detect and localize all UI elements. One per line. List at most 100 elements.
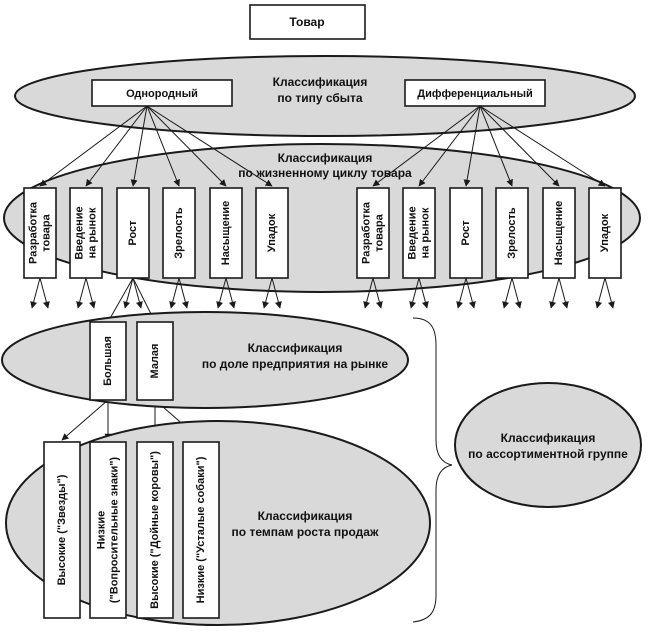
- left-stage-1-out-a: [30, 277, 41, 309]
- assortment-ellipse: [454, 382, 642, 508]
- life-cycle-title-2: по жизненному циклу товара: [238, 166, 412, 180]
- right-stage-5-label-line1: Насыщение: [553, 201, 565, 266]
- root-box: [249, 4, 366, 40]
- left-stage-2-box: [69, 187, 103, 279]
- right-stage-5-box: [542, 187, 576, 279]
- differential-label: Дифференциальный: [417, 88, 533, 100]
- right-stage-1-out-b: [372, 277, 383, 309]
- right-stage-6-link: [479, 105, 606, 187]
- growth-title-1: Классификация: [258, 509, 353, 523]
- right-stage-1-label-line1: Разработка: [360, 201, 372, 264]
- sales-type-title-1: Классификация: [273, 75, 368, 89]
- sales-type-title-2: по типу сбыта: [277, 91, 362, 105]
- growth-item-4-box: [182, 441, 220, 619]
- left-stage-3-label-line1: Рост: [127, 220, 139, 246]
- right-stage-3-box: [449, 187, 483, 279]
- sales-type-ellipse: [14, 55, 636, 137]
- left-stage-1-label-line1: Разработка: [27, 201, 39, 264]
- homogeneous-label: Однородный: [126, 88, 198, 100]
- big-to-stars-link: [61, 399, 109, 441]
- life-cycle-title-1: Классификация: [278, 151, 373, 165]
- market-share-title-1: Классификация: [248, 341, 343, 355]
- left-stage-4-link: [146, 105, 180, 187]
- right-stage-4-link: [479, 105, 513, 187]
- left-stage-1-out-b: [39, 277, 50, 309]
- right-stage-1-label-line2: товара: [373, 213, 385, 251]
- right-stage-3-out-a: [456, 277, 467, 309]
- left-stage-3-out-a: [123, 277, 134, 309]
- assortment-title-1: Классификация: [501, 431, 596, 445]
- right-stage-1-out-a: [363, 277, 374, 309]
- left-stage-6-out-a: [262, 277, 273, 309]
- left-stage-4-box: [162, 187, 196, 279]
- homogeneous-box: [91, 79, 233, 107]
- growth-item-2-box: [89, 441, 127, 619]
- left-stage-3-box: [116, 187, 150, 279]
- right-stage-6-label-line1: Упадок: [599, 213, 611, 252]
- left-stage-3-out-b: [132, 277, 143, 309]
- growth-item-2-label-line2: ("Вопросительные знаки"): [108, 457, 120, 604]
- left-stage-1-label-line2: товара: [40, 213, 52, 251]
- growth-item-1-box: [43, 441, 81, 619]
- left-stage-4-out-a: [169, 277, 180, 309]
- big-share-label: Большая: [102, 336, 114, 386]
- right-stage-2-out-b: [418, 277, 429, 309]
- right-stage-2-box: [402, 187, 436, 279]
- left-stage-6-box: [255, 187, 289, 279]
- growth-items: Высокие ("Звезды") Низкие("Вопросительные…: [43, 441, 220, 619]
- big-share-box: [89, 321, 127, 401]
- right-stage-3-link: [463, 105, 481, 187]
- right-stage-4-out-a: [502, 277, 513, 309]
- right-stage-3-label-line1: Рост: [460, 220, 472, 246]
- market-share-title-2: по доле предприятия на рынке: [202, 357, 389, 371]
- right-stage-4-out-b: [511, 277, 522, 309]
- differential-box: [404, 79, 546, 107]
- left-stage-2-label-line1: Введение: [73, 206, 85, 259]
- right-stage-6-box: [588, 187, 622, 279]
- right-stage-1-box: [356, 187, 390, 279]
- growth-title-2: по темпам роста продаж: [232, 525, 379, 539]
- growth-to-big-link: [107, 277, 134, 323]
- left-stage-5-link: [146, 105, 227, 187]
- right-stage-5-out-b: [558, 277, 569, 309]
- right-stage-6-out-b: [604, 277, 615, 309]
- growth-item-3-label-line1: Высокие ("Дойные коровы"): [149, 451, 161, 609]
- growth-item-4-label-line1: Низкие ("Усталые собаки"): [195, 456, 207, 603]
- brace: [412, 317, 453, 623]
- right-stage-2-out-a: [409, 277, 420, 309]
- small-share-box: [136, 321, 174, 401]
- left-stage-2-out-a: [76, 277, 87, 309]
- right-stage-4-box: [495, 187, 529, 279]
- right-stage-2-link: [418, 105, 481, 187]
- left-stage-5-box: [209, 187, 243, 279]
- left-stage-2-label-line2: на рынок: [86, 207, 98, 258]
- left-stage-6-link: [146, 105, 273, 187]
- right-stage-3-out-b: [465, 277, 476, 309]
- left-stage-5-label-line1: Насыщение: [220, 201, 232, 266]
- right-stage-5-out-a: [549, 277, 560, 309]
- left-stage-4-label-line1: Зрелость: [173, 207, 185, 259]
- left-stage-4-out-b: [178, 277, 189, 309]
- assortment-title-2: по ассортиментной группе: [468, 447, 628, 461]
- left-stage-2-out-b: [85, 277, 96, 309]
- right-stage-2-label-line1: Введение: [406, 206, 418, 259]
- right-stage-1-link: [372, 105, 481, 187]
- left-stage-5-out-a: [216, 277, 227, 309]
- growth-item-1-label-line1: Высокие ("Звезды"): [56, 474, 68, 585]
- left-stage-5-out-b: [225, 277, 236, 309]
- left-stage-6-label-line1: Упадок: [266, 213, 278, 252]
- growth-item-2-label-line1: Низкие: [95, 511, 107, 550]
- left-stage-6-out-b: [271, 277, 282, 309]
- left-stage-3-link: [130, 105, 148, 187]
- left-stage-2-link: [85, 105, 148, 187]
- left-stage-1-box: [23, 187, 57, 279]
- right-stage-5-link: [479, 105, 560, 187]
- right-stage-4-label-line1: Зрелость: [506, 207, 518, 259]
- right-stage-2-label-line2: на рынок: [419, 207, 431, 258]
- left-stage-1-link: [39, 105, 148, 187]
- small-share-label: Малая: [149, 344, 161, 379]
- right-stage-6-out-a: [595, 277, 606, 309]
- growth-item-3-box: [136, 441, 174, 619]
